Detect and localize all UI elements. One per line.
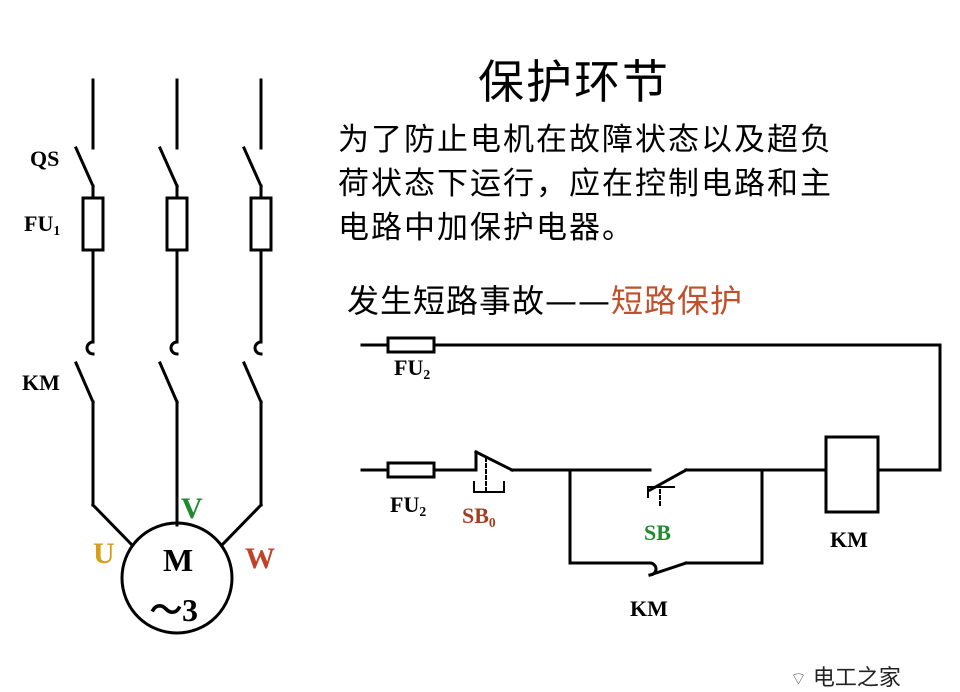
phase-v-label: V xyxy=(181,492,203,525)
fu2-top-label: FU2 xyxy=(394,355,430,383)
fu1-label-main: FU xyxy=(24,211,54,236)
sb0-label: SB0 xyxy=(462,503,496,531)
page-title: 保护环节 xyxy=(478,55,670,109)
fu2-bottom-label: FU2 xyxy=(390,492,426,520)
qs-label: QS xyxy=(30,146,60,171)
watermark: ⌔电工之家 xyxy=(790,660,901,692)
sb0-label-sub: 0 xyxy=(488,515,496,531)
fu2-bottom-label-main: FU xyxy=(390,492,420,517)
motor-label-phase: ～3 xyxy=(150,592,199,628)
fu2-bottom-label-sub: 2 xyxy=(419,504,427,520)
fu1-label-sub: 1 xyxy=(53,223,61,239)
main-circuit-phase-2 xyxy=(158,78,189,527)
km-selflock-label: KM xyxy=(630,596,668,621)
event-highlight: 短路保护 xyxy=(611,282,744,320)
motor-circle xyxy=(120,521,234,635)
event-heading: 发生短路事故——短路保护 xyxy=(347,276,743,322)
fu2-top-label-sub: 2 xyxy=(423,367,431,383)
description-paragraph: 为了防止电机在故障状态以及超负 荷状态下运行，应在控制电路和主 电路中加保护电器… xyxy=(338,118,938,250)
phase-w-label: W xyxy=(245,542,275,575)
fu1-label: FU1 xyxy=(24,211,60,239)
sb-start-label: SB xyxy=(644,520,671,545)
sb0-label-main: SB xyxy=(462,503,489,528)
main-circuit-phase-1 xyxy=(74,78,135,548)
paragraph-line-1: 为了防止电机在故障状态以及超负 xyxy=(338,122,833,158)
control-circuit-top-rail xyxy=(360,336,942,472)
km-main-label: KM xyxy=(22,370,60,395)
wechat-icon: ⌔ xyxy=(790,669,807,690)
event-prefix: 发生短路事故—— xyxy=(347,282,612,320)
control-circuit-bottom-rail xyxy=(360,435,880,577)
paragraph-line-3: 电路中加保护电器。 xyxy=(338,210,635,246)
paragraph-line-2: 荷状态下运行，应在控制电路和主 xyxy=(338,166,833,202)
watermark-text: 电工之家 xyxy=(812,666,901,691)
main-circuit-phase-3 xyxy=(219,78,273,548)
fu2-top-label-main: FU xyxy=(394,355,424,380)
start-button-symbol xyxy=(647,486,675,506)
km-coil-label: KM xyxy=(830,527,868,552)
motor-label-m: M xyxy=(163,542,194,578)
phase-u-label: U xyxy=(93,537,115,570)
stop-button-symbol xyxy=(473,457,505,493)
